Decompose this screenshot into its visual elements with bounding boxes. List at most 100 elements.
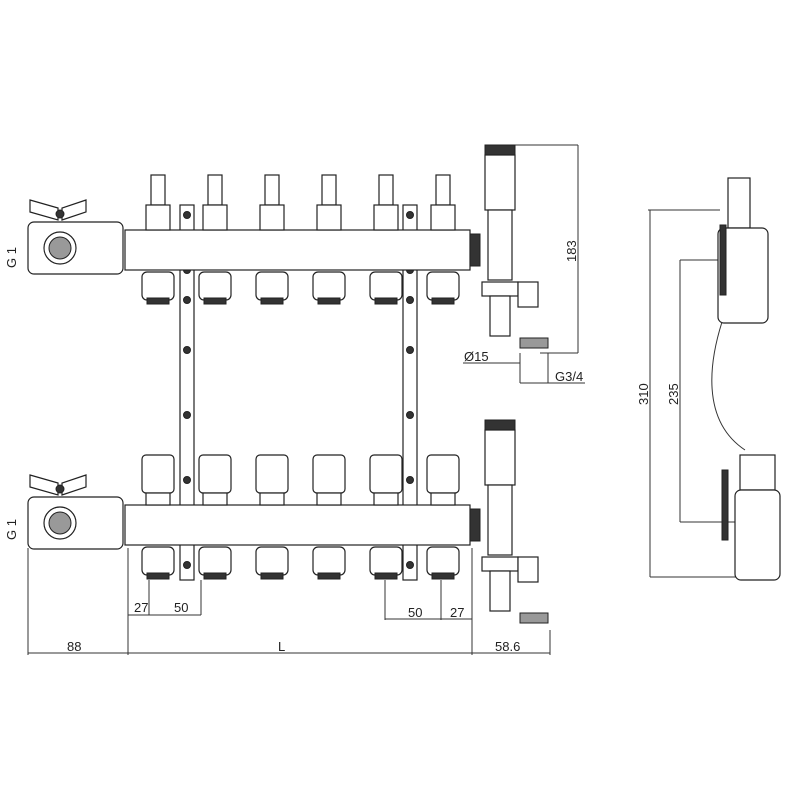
body-length-label: L — [278, 639, 285, 654]
bracket-hole — [406, 211, 414, 219]
euroconus-fitting — [255, 271, 289, 301]
flow-meter-base — [202, 204, 228, 231]
end-gasket — [469, 233, 481, 267]
valve-cap — [312, 454, 346, 494]
flow-meter — [207, 174, 223, 206]
valve-cap — [426, 454, 460, 494]
air-vent-body — [484, 429, 516, 486]
flow-meter — [150, 174, 166, 206]
drain-cap — [519, 337, 549, 349]
euroconus-fitting — [369, 271, 403, 301]
valve-base — [259, 492, 285, 506]
manifold-bar — [124, 504, 471, 546]
valve-base — [202, 492, 228, 506]
side-bracket-top — [719, 224, 727, 296]
hose-barb — [489, 570, 511, 612]
flow-meter-base — [430, 204, 456, 231]
hose-barb — [489, 295, 511, 337]
fitting-nut — [260, 297, 284, 305]
valve-cap — [141, 454, 175, 494]
euroconus-fitting — [369, 546, 403, 576]
total-height-label: 310 — [636, 383, 651, 405]
flow-meter — [435, 174, 451, 206]
side-bracket-bottom — [721, 469, 729, 541]
right-pitch-label: 50 — [408, 605, 422, 620]
bracket-hole — [183, 561, 191, 569]
flow-meter-base — [373, 204, 399, 231]
flow-meter — [264, 174, 280, 206]
fitting-nut — [431, 572, 455, 580]
end-length-label: 58.6 — [495, 639, 520, 654]
thermometer-face — [48, 236, 72, 260]
euroconus-fitting — [426, 271, 460, 301]
flow-meter-base — [259, 204, 285, 231]
side-handle-cap — [739, 454, 776, 491]
inlet-bottom-label: G 1 — [4, 519, 19, 540]
left-pitch-label: 50 — [174, 600, 188, 615]
flow-meter-base — [316, 204, 342, 231]
drain-diameter-label: Ø15 — [464, 349, 489, 364]
air-vent-cap — [484, 419, 516, 431]
valve-base — [316, 492, 342, 506]
drain-cap — [519, 612, 549, 624]
bracket-hole — [406, 411, 414, 419]
drain-coupling — [481, 556, 519, 572]
bracket-hole — [406, 476, 414, 484]
euroconus-fitting — [312, 271, 346, 301]
valve-base — [373, 492, 399, 506]
drain-thread-label: G3/4 — [555, 369, 583, 384]
valve-base — [430, 492, 456, 506]
bracket-hole — [406, 296, 414, 304]
euroconus-fitting — [141, 271, 175, 301]
euroconus-fitting — [141, 546, 175, 576]
handle-nut — [55, 209, 65, 219]
side-lower-body — [734, 489, 781, 581]
fitting-nut — [431, 297, 455, 305]
euroconus-fitting — [198, 546, 232, 576]
fitting-nut — [374, 297, 398, 305]
valve-cap — [198, 454, 232, 494]
euroconus-fitting — [426, 546, 460, 576]
fitting-nut — [260, 572, 284, 580]
inlet-top-label: G 1 — [4, 247, 19, 268]
euroconus-fitting — [255, 546, 289, 576]
bracket-hole — [183, 411, 191, 419]
flow-meter — [378, 174, 394, 206]
side-upper-body — [717, 227, 769, 324]
bracket-hole — [183, 296, 191, 304]
vent-height-label: 183 — [564, 240, 579, 262]
side-vent-top — [727, 177, 751, 229]
bracket-hole — [406, 561, 414, 569]
fitting-nut — [374, 572, 398, 580]
valve-length-label: 88 — [67, 639, 81, 654]
fitting-nut — [317, 297, 341, 305]
bracket-hole — [183, 346, 191, 354]
euroconus-fitting — [312, 546, 346, 576]
left-offset-label: 27 — [134, 600, 148, 615]
drain-handle — [517, 281, 539, 308]
fitting-nut — [317, 572, 341, 580]
flow-meter-base — [145, 204, 171, 231]
manifold-bar — [124, 229, 471, 271]
thermometer-face — [48, 511, 72, 535]
handle-nut — [55, 484, 65, 494]
axis-distance-label: 235 — [666, 383, 681, 405]
valve-base — [145, 492, 171, 506]
fitting-nut — [203, 297, 227, 305]
tee-fitting — [487, 209, 513, 281]
fitting-nut — [146, 297, 170, 305]
tee-fitting — [487, 484, 513, 556]
right-offset-label: 27 — [450, 605, 464, 620]
fitting-nut — [203, 572, 227, 580]
side-connecting-pipe — [711, 321, 746, 451]
valve-cap — [255, 454, 289, 494]
flow-meter — [321, 174, 337, 206]
bracket-hole — [183, 476, 191, 484]
drain-handle — [517, 556, 539, 583]
euroconus-fitting — [198, 271, 232, 301]
air-vent-body — [484, 154, 516, 211]
bracket-hole — [183, 211, 191, 219]
bracket-hole — [406, 346, 414, 354]
